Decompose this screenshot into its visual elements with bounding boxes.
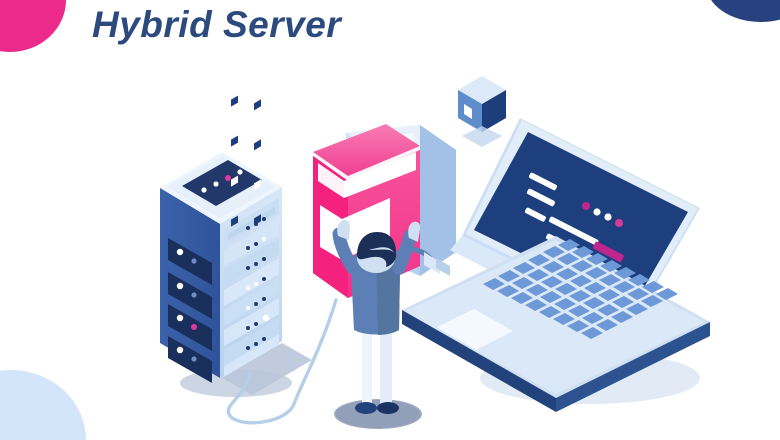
rack-slots [224, 95, 410, 378]
server-rack [160, 95, 410, 395]
rack-front-bays [168, 238, 212, 383]
power-cable [226, 298, 338, 425]
laptop [402, 118, 710, 412]
floating-cube [458, 76, 506, 147]
person-lifting-book [332, 219, 421, 428]
page-title: Hybrid Server [92, 4, 342, 45]
laptop-keyboard [483, 239, 678, 339]
